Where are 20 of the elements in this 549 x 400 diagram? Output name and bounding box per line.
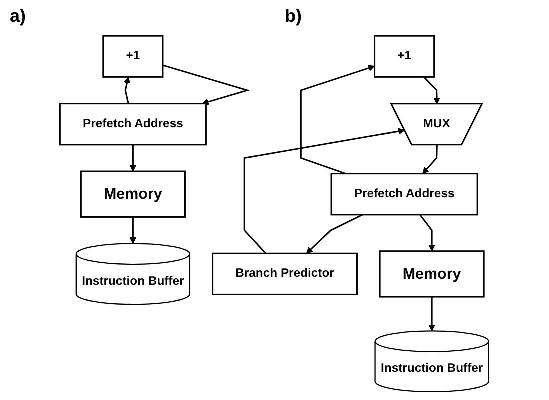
node-box: Prefetch Address — [59, 103, 207, 146]
arrow — [422, 145, 438, 174]
arrow — [130, 144, 137, 172]
node-box: Memory — [80, 170, 186, 218]
node-box: Branch Predictor — [212, 252, 358, 296]
node-box: Memory — [379, 250, 485, 298]
node-box: +1 — [374, 35, 436, 78]
arrow — [130, 217, 137, 244]
arrow — [424, 76, 440, 104]
arrow — [300, 65, 376, 175]
arrow — [428, 297, 436, 332]
panel-label: a) — [10, 6, 26, 27]
node-box: +1 — [102, 35, 164, 78]
panel-label: b) — [285, 6, 302, 27]
arrow — [306, 214, 364, 254]
arrow — [162, 64, 250, 106]
node-box: Prefetch Address — [330, 173, 478, 216]
arrow — [124, 76, 130, 104]
arrow — [244, 128, 406, 254]
arrow — [420, 214, 436, 252]
